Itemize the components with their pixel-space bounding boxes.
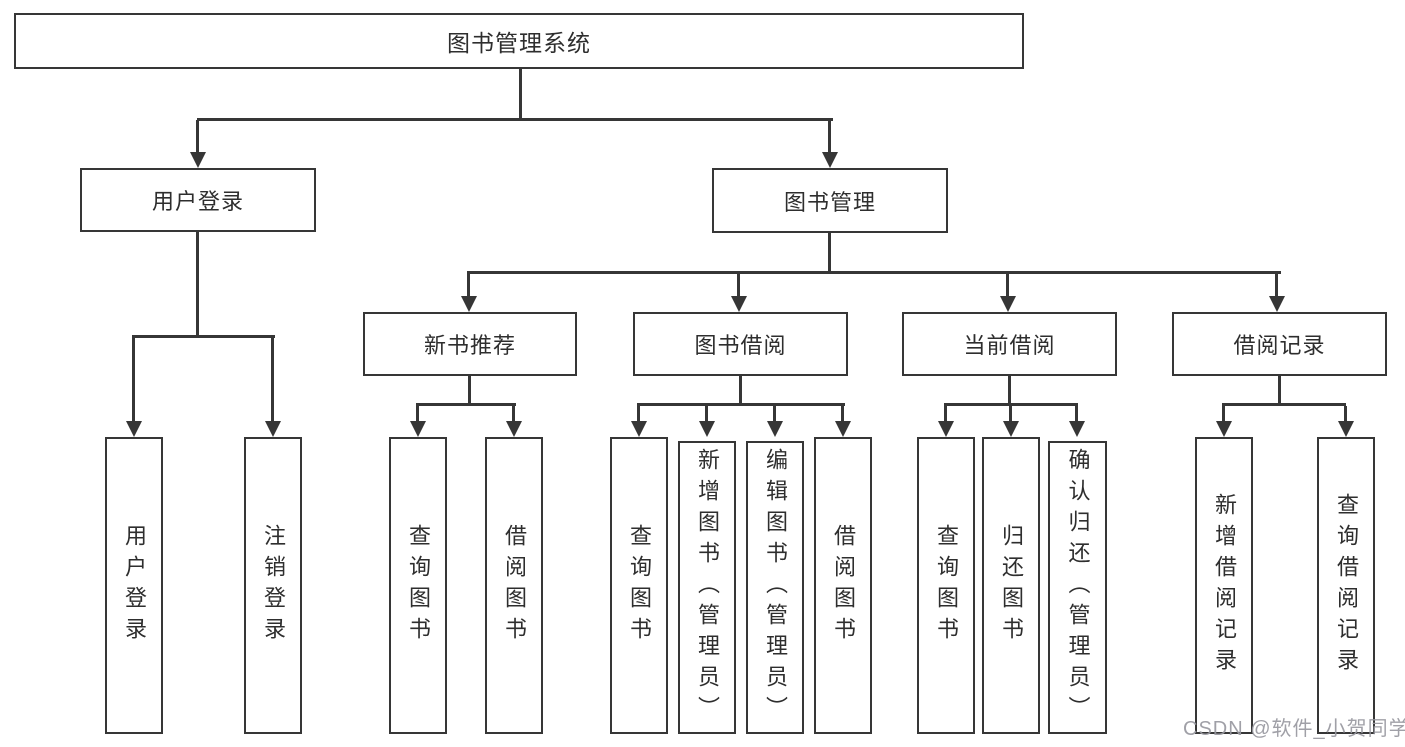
connector-arrow-book-management: [821, 120, 838, 168]
csdn-watermark: CSDN @软件_小贺同学: [1183, 718, 1405, 740]
connector-root-stem: [519, 67, 522, 120]
connector-user-login-stem: [196, 230, 199, 337]
connector-arrow-new-book: [460, 273, 477, 312]
connector-arrow-leaf: [1215, 406, 1232, 437]
connector-current-borrow-branch: [944, 403, 1078, 406]
connector-root-branch: [197, 118, 833, 121]
leaf-query-book-2: 查询图书: [610, 437, 668, 734]
connector-book-borrow-stem: [739, 374, 742, 406]
leaf-query-book-1: 查询图书: [389, 437, 447, 734]
node-current-borrow: 当前借阅: [902, 312, 1117, 376]
leaf-add-book-admin: 新增图书（管理员）: [678, 441, 736, 734]
connector-arrow-borrow-records: [1268, 273, 1285, 312]
connector-arrow-user-login: [189, 120, 206, 168]
leaf-borrow-book-2: 借阅图书: [814, 437, 872, 734]
connector-user-login-branch: [132, 335, 275, 338]
connector-arrow-leaf: [937, 406, 954, 437]
connector-arrow-login: [125, 338, 142, 437]
connector-book-mgmt-stem: [828, 231, 831, 273]
connector-new-book-branch: [416, 403, 516, 406]
node-new-book-recommend: 新书推荐: [363, 312, 577, 376]
node-library-system: 图书管理系统: [14, 13, 1024, 69]
leaf-add-borrow-record: 新增借阅记录: [1195, 437, 1253, 734]
leaf-query-book-3: 查询图书: [917, 437, 975, 734]
node-book-management: 图书管理: [712, 168, 948, 233]
leaf-confirm-return-admin: 确认归还（管理员）: [1048, 441, 1107, 734]
leaf-logout: 注销登录: [244, 437, 302, 734]
connector-book-borrow-branch: [637, 403, 845, 406]
connector-arrow-leaf: [834, 406, 851, 437]
leaf-query-borrow-record: 查询借阅记录: [1317, 437, 1375, 734]
node-borrow-records: 借阅记录: [1172, 312, 1387, 376]
connector-arrow-leaf: [698, 406, 715, 437]
connector-arrow-logout: [264, 338, 281, 437]
leaf-edit-book-admin: 编辑图书（管理员）: [746, 441, 804, 734]
connector-borrow-records-stem: [1278, 374, 1281, 406]
connector-book-mgmt-branch: [467, 271, 1281, 274]
leaf-return-book: 归还图书: [982, 437, 1040, 734]
leaf-borrow-book-1: 借阅图书: [485, 437, 543, 734]
node-user-login: 用户登录: [80, 168, 316, 232]
connector-arrow-current-borrow: [999, 273, 1016, 312]
connector-arrow-leaf: [1068, 406, 1085, 437]
connector-borrow-records-branch: [1222, 403, 1346, 406]
connector-arrow-leaf: [766, 406, 783, 437]
connector-arrow-leaf: [505, 406, 522, 437]
connector-arrow-leaf: [1337, 406, 1354, 437]
connector-arrow-leaf: [630, 406, 647, 437]
leaf-user-login: 用户登录: [105, 437, 163, 734]
node-book-borrow: 图书借阅: [633, 312, 848, 376]
connector-new-book-stem: [468, 374, 471, 406]
connector-arrow-leaf: [409, 406, 426, 437]
connector-current-borrow-stem: [1008, 374, 1011, 406]
connector-arrow-book-borrow: [730, 273, 747, 312]
connector-arrow-leaf: [1002, 406, 1019, 437]
